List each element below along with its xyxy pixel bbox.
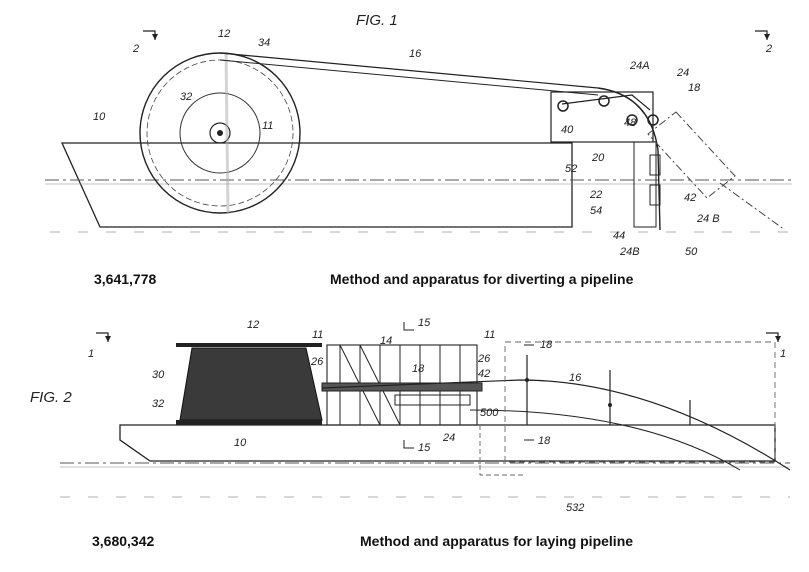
fig2-label-1-left: 1 <box>88 348 94 360</box>
figure-1-title: FIG. 1 <box>356 12 398 29</box>
fig2-reel-top-flange <box>176 343 322 347</box>
fig2-label-14: 14 <box>380 335 392 347</box>
fig2-label-11-right: 11 <box>484 329 495 341</box>
fig2-barge-hull <box>119 424 776 462</box>
fig2-label-15-top: 15 <box>418 317 431 329</box>
fig1-label-24A: 24A <box>629 60 650 72</box>
figure-1-drawing: FIG. 1 2 2 <box>45 12 792 258</box>
patent-title-2: Method and apparatus for laying pipeline <box>360 533 634 549</box>
fig1-label-20: 20 <box>591 152 605 164</box>
fig2-reel-spool <box>179 347 323 421</box>
fig1-label-32: 32 <box>180 91 192 103</box>
fig2-label-10: 10 <box>234 437 247 449</box>
fig2-label-15-bottom: 15 <box>418 442 431 454</box>
fig1-label-54: 54 <box>590 205 602 217</box>
fig2-label-32: 32 <box>152 398 164 410</box>
fig2-label-42: 42 <box>478 368 490 380</box>
fig2-label-26-left: 26 <box>310 356 324 368</box>
fig1-label-40: 40 <box>561 124 574 136</box>
fig1-label-22: 22 <box>589 189 602 201</box>
fig1-label-2-right: 2 <box>765 43 772 55</box>
figure-2-title: FIG. 2 <box>30 389 72 406</box>
fig2-label-18-bottom: 18 <box>538 435 551 447</box>
fig1-label-50: 50 <box>685 246 698 258</box>
fig2-label-12: 12 <box>247 319 259 331</box>
fig1-label-18: 18 <box>688 82 701 94</box>
fig1-label-42: 42 <box>684 192 696 204</box>
fig1-label-2-left: 2 <box>132 43 139 55</box>
fig1-label-24B-right: 24 B <box>696 213 720 225</box>
patent-number-2: 3,680,342 <box>92 533 155 549</box>
fig2-label-16: 16 <box>569 372 582 384</box>
fig2-label-11-left: 11 <box>312 329 323 341</box>
fig1-label-16: 16 <box>409 48 422 60</box>
fig1-label-52: 52 <box>565 163 577 175</box>
fig1-barge-hull <box>60 142 573 228</box>
fig1-label-48: 48 <box>624 117 637 129</box>
fig2-label-18-top: 18 <box>540 339 553 351</box>
fig2-label-18-frame: 18 <box>412 363 425 375</box>
fig2-label-1-right: 1 <box>780 348 786 360</box>
fig1-label-12: 12 <box>218 28 230 40</box>
fig2-label-532: 532 <box>566 502 584 514</box>
fig2-label-30: 30 <box>152 369 165 381</box>
fig1-tensioner-housing <box>550 91 654 143</box>
fig1-label-24B: 24B <box>619 246 640 258</box>
patent-title-1: Method and apparatus for diverting a pip… <box>330 271 634 287</box>
patent-number-1: 3,641,778 <box>94 271 157 287</box>
fig2-label-500: 500 <box>480 407 499 419</box>
fig1-label-24: 24 <box>676 67 689 79</box>
fig2-label-26-right: 26 <box>477 353 491 365</box>
fig1-label-10: 10 <box>93 111 106 123</box>
fig2-label-24: 24 <box>442 432 455 444</box>
figure-2-drawing: FIG. 2 1 1 <box>30 317 791 514</box>
fig1-label-44: 44 <box>613 230 625 242</box>
fig1-label-11: 11 <box>262 120 273 132</box>
fig1-label-34: 34 <box>258 37 270 49</box>
